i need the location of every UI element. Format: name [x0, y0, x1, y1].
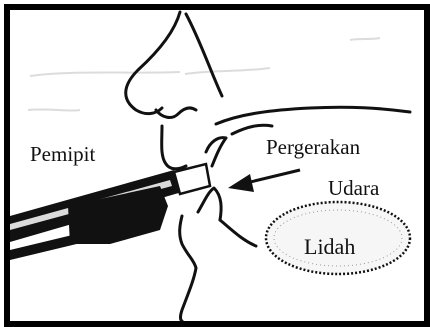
whistle — [10, 164, 210, 260]
face-profile — [126, 12, 410, 321]
palate — [216, 107, 410, 124]
lower-teeth — [198, 188, 221, 220]
label-udara: Udara — [328, 178, 379, 199]
cheek-line — [186, 14, 222, 96]
nose-outline — [126, 12, 180, 114]
label-pergerakan: Pergerakan — [266, 137, 360, 158]
palate-inner — [232, 125, 272, 134]
upper-teeth — [206, 138, 226, 166]
mouth-floor — [220, 220, 256, 246]
airflow-arrow — [228, 170, 300, 192]
background-scribbles — [28, 38, 380, 111]
diagram-frame: Pemipit Pergerakan Udara Lidah — [4, 4, 430, 327]
lower-lip — [180, 216, 196, 268]
upper-lip — [162, 126, 186, 169]
chin — [181, 268, 197, 321]
label-pemipit: Pemipit — [30, 144, 95, 165]
label-lidah: Lidah — [304, 236, 355, 258]
